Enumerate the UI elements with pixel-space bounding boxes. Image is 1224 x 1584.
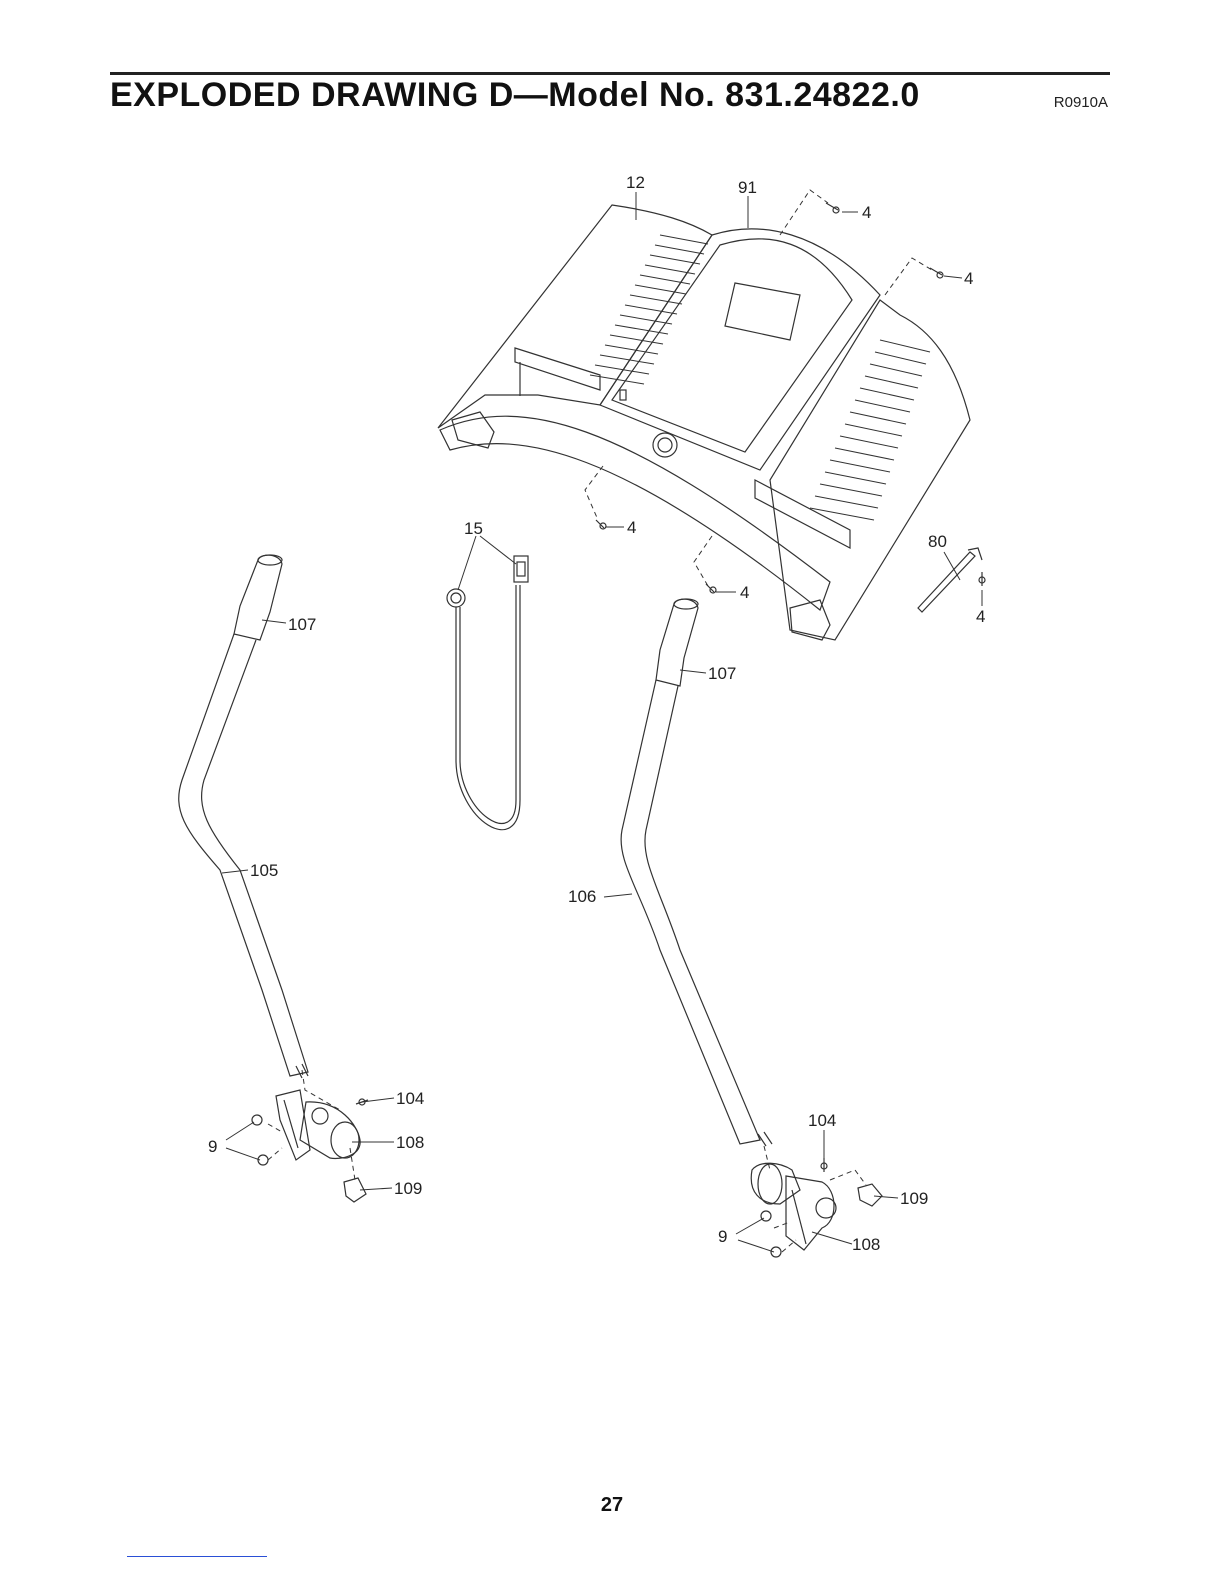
callout-108-right: 108 [852,1235,880,1254]
safety-key [447,556,528,830]
bracket-left [276,1090,310,1160]
callout-9-left: 9 [208,1137,217,1156]
callout-9-right: 9 [718,1227,727,1246]
grip-left [234,555,282,640]
console-vents-left [590,235,708,384]
handrail-right [621,599,882,1257]
callout-12: 12 [626,173,645,192]
callout-104-right: 104 [808,1111,836,1130]
nut-left-1 [252,1115,262,1125]
console-assembly [438,205,970,640]
console-key-socket [653,433,677,457]
bracket-right [786,1176,834,1250]
callout-4-top-2: 4 [964,269,973,288]
safety-key-clip [514,556,528,582]
console-side-bar-left [515,348,600,390]
callout-4-mid-left: 4 [627,518,636,537]
console-side-bar-right [755,480,850,548]
screws [596,203,985,593]
safety-key-magnet [447,589,465,607]
callout-15: 15 [464,519,483,538]
callout-107-right: 107 [708,664,736,683]
footer-rule [127,1556,267,1557]
callout-labels: 12 91 4 4 4 4 4 15 80 107 107 105 106 10… [208,173,985,1254]
callout-104-left: 104 [396,1089,424,1108]
callout-105: 105 [250,861,278,880]
leader-lines [222,192,982,1252]
callout-109-left: 109 [394,1179,422,1198]
console-base-right [770,300,970,640]
tube-right [621,680,760,1144]
callout-91: 91 [738,178,757,197]
tube-left [179,634,308,1076]
nut-right-1 [761,1211,771,1221]
console-indicator [620,390,626,400]
grip-right [656,599,698,686]
page-number: 27 [0,1494,1224,1517]
console-display-window [725,283,800,340]
console-center-panel [600,229,880,470]
ground-wire [918,548,982,612]
callout-4-right: 4 [976,607,985,626]
callout-4-top-1: 4 [862,203,871,222]
callout-108-left: 108 [396,1133,424,1152]
assembly-lines [268,190,932,1252]
console-front-bar [440,416,830,610]
callout-4-mid-right: 4 [740,583,749,602]
callout-107-left: 107 [288,615,316,634]
console-vents-right [810,340,930,520]
callout-80: 80 [928,532,947,551]
cap-right [858,1184,882,1206]
callout-106: 106 [568,887,596,906]
safety-key-cord [456,585,520,830]
callout-109-right: 109 [900,1189,928,1208]
